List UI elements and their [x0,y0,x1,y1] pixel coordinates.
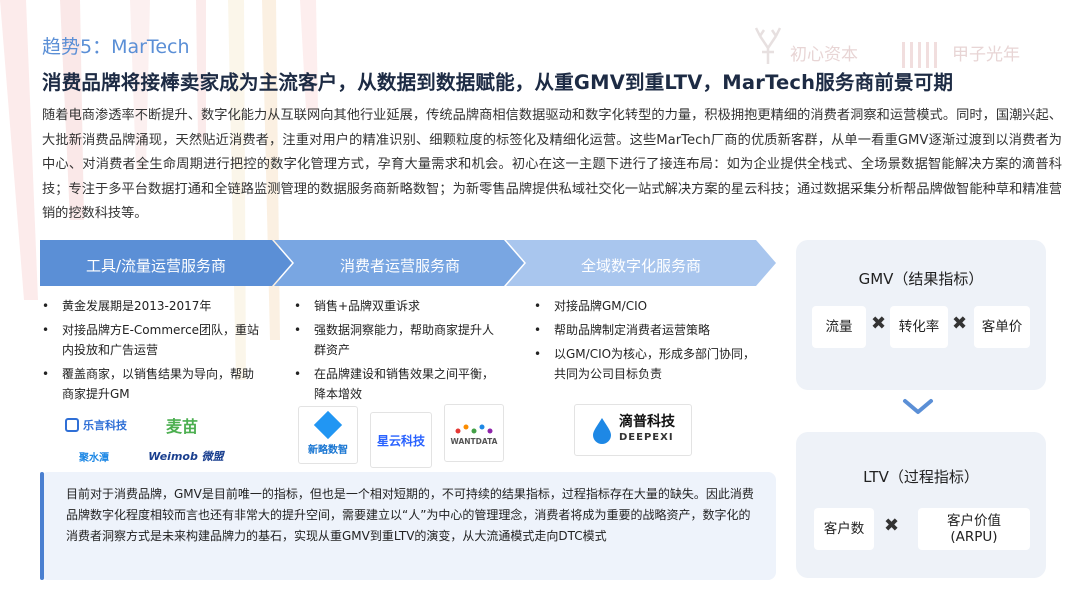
logo-weimob: Weimob 微盟 [144,446,228,466]
metric-aov: 客单价 [974,306,1030,348]
ltv-panel [796,432,1046,578]
logo-xingyun-text: 星云科技 [376,433,425,448]
stage-arrow-3 [506,240,776,286]
logo-xinlue-text: 新略数智 [308,444,348,456]
bullet-list-omni: 对接品牌GM/CIO 帮助品牌制定消费者运营策略 以GM/CIO为核心，形成多部… [532,296,762,388]
multiply-icon: ✖ [871,313,887,334]
logo-deepexi: 滴普科技 DEEPEXI [574,404,692,456]
ltv-panel-title: LTV（过程指标） [863,468,979,486]
stage-label-omni: 全域数字化服务商 [580,257,701,275]
logo-jushuitan-text: 聚水潭 [79,452,109,464]
chevron-down-icon [903,399,933,414]
list-item: 对接品牌方E-Commerce团队，重站内投放和广告运营 [40,320,260,360]
multiply-icon: ✖ [952,313,968,334]
logo-deepexi-en: DEEPEXI [619,432,674,443]
logo-leyan: 乐言科技 [58,414,134,436]
metric-customers: 客户数 [814,508,874,550]
metric-traffic: 流量 [812,306,866,348]
stage-label-tools: 工具/流量运营服务商 [85,257,227,275]
multiply-icon: ✖ [884,515,900,536]
logo-leyan-text: 乐言科技 [83,419,127,432]
stage-label-consumer: 消费者运营服务商 [339,257,460,275]
list-item: 黄金发展期是2013-2017年 [40,296,260,316]
dots-icon [455,424,493,433]
note-text: 目前对于消费品牌，GMV是目前唯一的指标，但也是一个相对短期的，不可持续的结果指… [66,487,754,543]
cube-icon [313,410,343,439]
metric-arpu: 客户价值 (ARPU) [918,508,1030,550]
bullet-list-tools: 黄金发展期是2013-2017年 对接品牌方E-Commerce团队，重站内投放… [40,296,260,408]
watermark-jiazi: 甲子光年 [952,45,1020,65]
logo-jushuitan: 聚水潭 [66,446,122,466]
logo-wantdata: WANTDATA [444,404,504,462]
list-item: 在品牌建设和销售效果之间平衡，降本增效 [292,364,502,404]
jiazi-logo-icon [902,42,937,68]
list-item: 销售+品牌双重诉求 [292,296,502,316]
list-item: 对接品牌GM/CIO [532,296,762,316]
logo-wantdata-text: WANTDATA [450,436,498,446]
list-item: 以GM/CIO为核心，形成多部门协同，共同为公司目标负责 [532,344,762,384]
trend-title: 趋势5：MarTech [42,36,190,58]
stage-arrow-2 [274,240,524,286]
logo-maimiao: 麦苗 [150,410,214,440]
logo-maimiao-text: 麦苗 [165,417,198,436]
watermark-chuxin: 初心资本 [790,45,858,65]
logo-xingyun: 星云科技 [370,412,432,468]
page-title: 消费品牌将接棒卖家成为主流客户，从数据到数据赋能，从重GMV到重LTV，MarT… [42,71,954,94]
gmv-panel-title: GMV（结果指标） [858,270,984,288]
drop-icon [593,418,611,444]
metric-conversion: 转化率 [890,306,948,348]
logo-deepexi-cn: 滴普科技 [619,414,675,430]
logo-weimob-text: Weimob 微盟 [148,450,224,463]
bullet-list-consumer: 销售+品牌双重诉求 强数据洞察能力，帮助商家提升人群资产 在品牌建设和销售效果之… [292,296,502,408]
list-item: 覆盖商家，以销售结果为导向，帮助商家提升GM [40,364,260,404]
list-item: 强数据洞察能力，帮助商家提升人群资产 [292,320,502,360]
body-paragraph: 随着电商渗透率不断提升、数字化能力从互联网向其他行业延展，传统品牌商相信数据驱动… [42,108,1062,221]
stage-arrow-1 [40,240,292,286]
note-accent-bar [40,472,44,580]
note-box [40,472,776,580]
leyan-icon [65,418,79,432]
list-item: 帮助品牌制定消费者运营策略 [532,320,762,340]
logo-xinlue: 新略数智 [298,406,358,464]
deer-logo-icon [754,27,782,64]
